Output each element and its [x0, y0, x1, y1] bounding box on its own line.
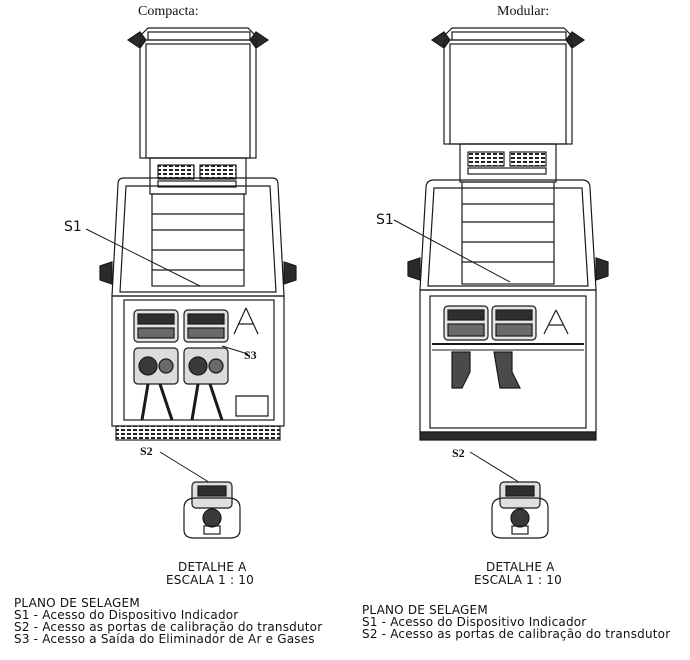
modular-title: Modular: [497, 4, 550, 19]
modular-s1-label: S1 [376, 212, 394, 228]
modular-dispenser [393, 27, 609, 485]
compacta-dispenser [85, 27, 297, 485]
modular-detail-scale: ESCALA 1 : 10 [474, 573, 562, 587]
compacta-detail-a [183, 481, 241, 539]
compacta-note-s2: S2 - Acesso as portas de calibração do t… [14, 620, 323, 634]
modular-sealing-notes: PLANO DE SELAGEM S1 - Acesso do Disposit… [362, 604, 670, 640]
compacta-note-s1: S1 - Acesso do Dispositivo Indicador [14, 608, 239, 622]
modular-notes-heading: PLANO DE SELAGEM [362, 603, 488, 617]
modular-note-s1: S1 - Acesso do Dispositivo Indicador [362, 615, 587, 629]
compacta-detail-title: DETALHE A [178, 560, 247, 574]
compacta-s3-label: S3 [244, 348, 257, 362]
compacta-detail-scale: ESCALA 1 : 10 [166, 573, 254, 587]
compacta-title: Compacta: [138, 4, 199, 19]
modular-note-s2: S2 - Acesso as portas de calibração do t… [362, 627, 671, 641]
compacta-s1-label: S1 [64, 219, 82, 235]
modular-detail-title: DETALHE A [486, 560, 555, 574]
compacta-sealing-notes: PLANO DE SELAGEM S1 - Acesso do Disposit… [14, 597, 322, 645]
compacta-s2-label: S2 [140, 444, 153, 458]
modular-detail-a [491, 481, 549, 539]
compacta-note-s3: S3 - Acesso a Saída do Eliminador de Ar … [14, 632, 315, 646]
modular-s2-label: S2 [452, 446, 465, 460]
compacta-notes-heading: PLANO DE SELAGEM [14, 596, 140, 610]
